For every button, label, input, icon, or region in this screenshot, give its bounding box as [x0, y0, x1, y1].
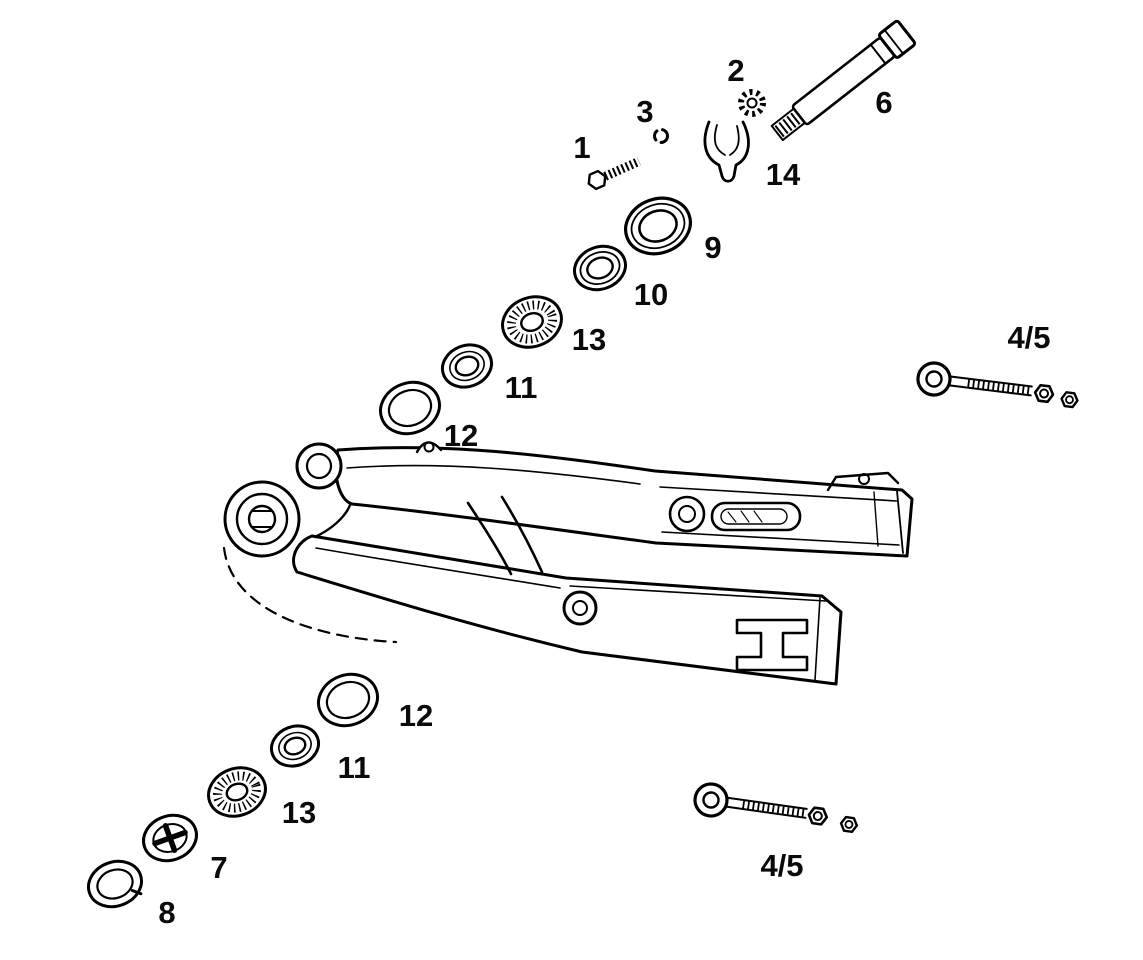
part-label-10: 10 — [633, 277, 669, 312]
part-14-fork-clip — [703, 120, 750, 183]
part-8-lock-ring — [87, 859, 143, 909]
alignment-dashed-line — [222, 546, 398, 644]
part-3-clip — [653, 128, 669, 144]
part-label-14: 14 — [765, 157, 801, 192]
part-12-dust-ring-upper — [379, 380, 441, 436]
part-11-washer-lower — [269, 724, 321, 768]
part-label-3: 3 — [636, 94, 654, 129]
part-label-1: 1 — [573, 130, 591, 165]
part-label-12-upper: 12 — [443, 418, 479, 453]
part-label-4-5-upper: 4/5 — [1007, 320, 1051, 355]
part-label-7: 7 — [210, 850, 228, 885]
part-label-8: 8 — [158, 895, 176, 930]
part-label-11-lower: 11 — [337, 750, 371, 785]
part-label-6: 6 — [875, 85, 893, 120]
part-4-5-eye-bolt-upper — [916, 361, 1079, 409]
part-4-5-eye-bolt-lower — [693, 782, 859, 834]
part-6-pivot-bolt — [770, 19, 916, 142]
part-2-star-lock-washer — [738, 89, 766, 117]
part-9-ring-nut — [624, 196, 692, 256]
part-label-2: 2 — [727, 53, 745, 88]
part-11-washer-upper — [440, 343, 494, 389]
part-13-bearing-upper — [501, 295, 563, 349]
part-7-retainer-cap — [142, 813, 198, 863]
part-label-12-lower: 12 — [398, 698, 434, 733]
swingarm-body — [292, 441, 914, 686]
part-label-13-lower: 13 — [281, 795, 317, 830]
part-label-4-5-lower: 4/5 — [760, 848, 804, 883]
part-label-13-upper: 13 — [571, 322, 607, 357]
part-13-bearing-lower — [207, 766, 267, 818]
part-label-11-upper: 11 — [504, 370, 538, 405]
swingarm-pivot-boss — [223, 442, 343, 558]
part-label-9: 9 — [704, 230, 722, 265]
part-12-dust-ring-lower — [317, 672, 379, 728]
part-10-seal-upper — [573, 244, 627, 292]
part-1-screw — [587, 157, 641, 191]
